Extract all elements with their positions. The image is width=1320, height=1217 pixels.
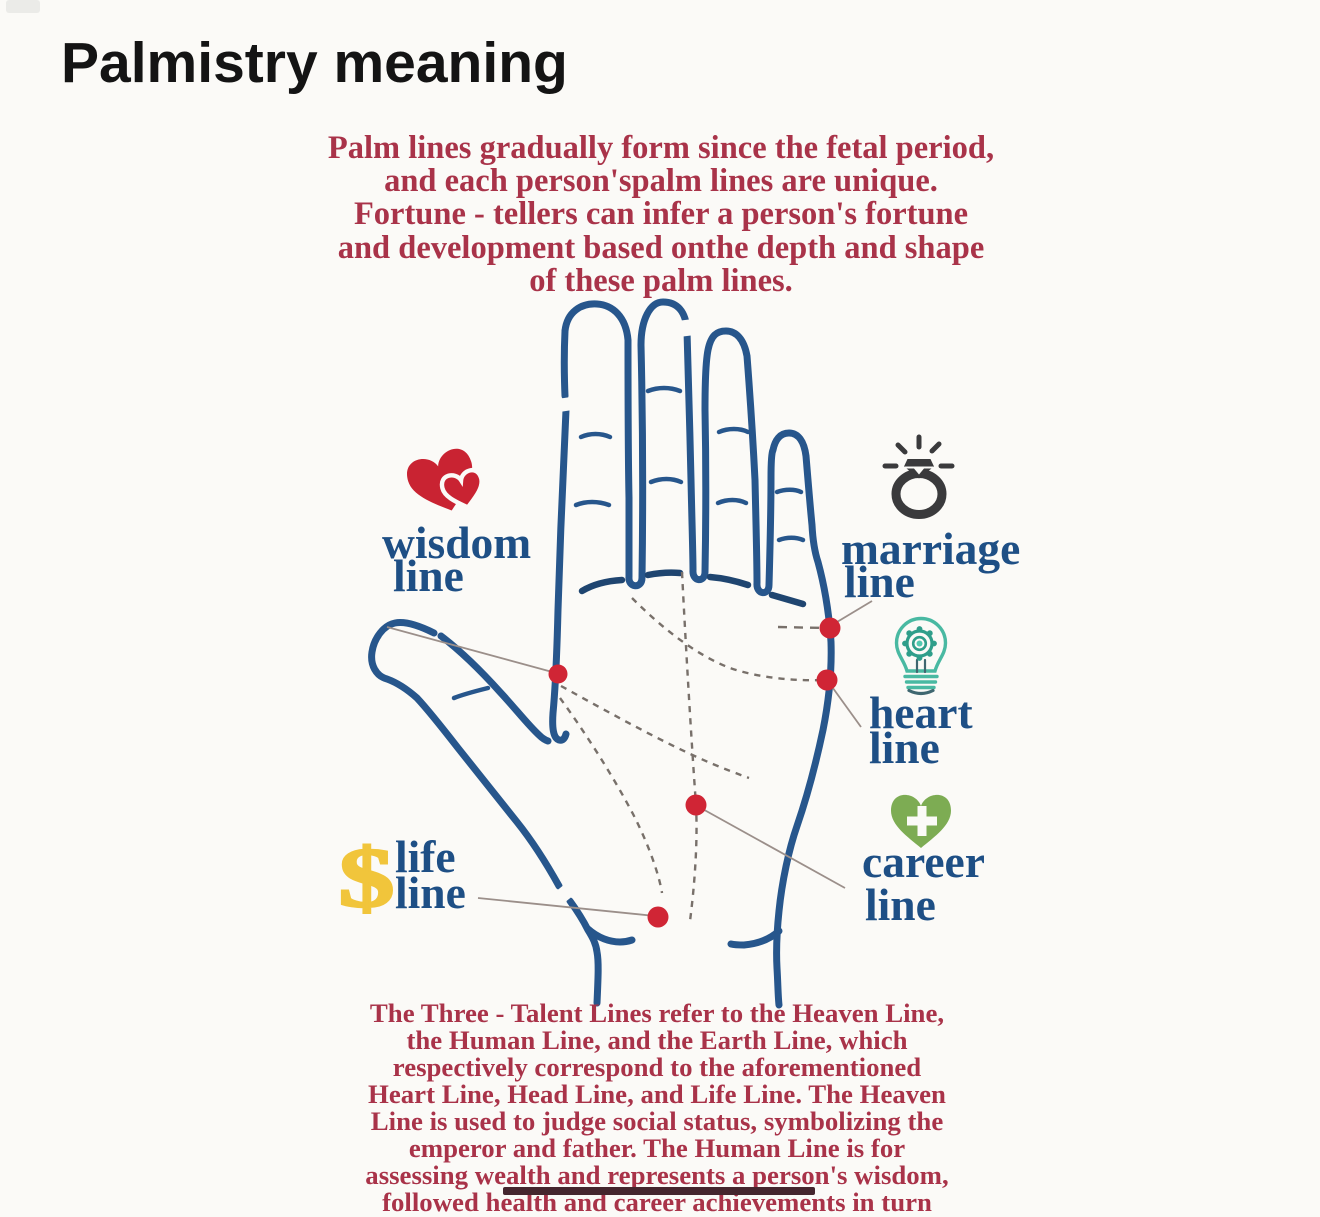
svg-text:$: $ — [339, 830, 395, 925]
